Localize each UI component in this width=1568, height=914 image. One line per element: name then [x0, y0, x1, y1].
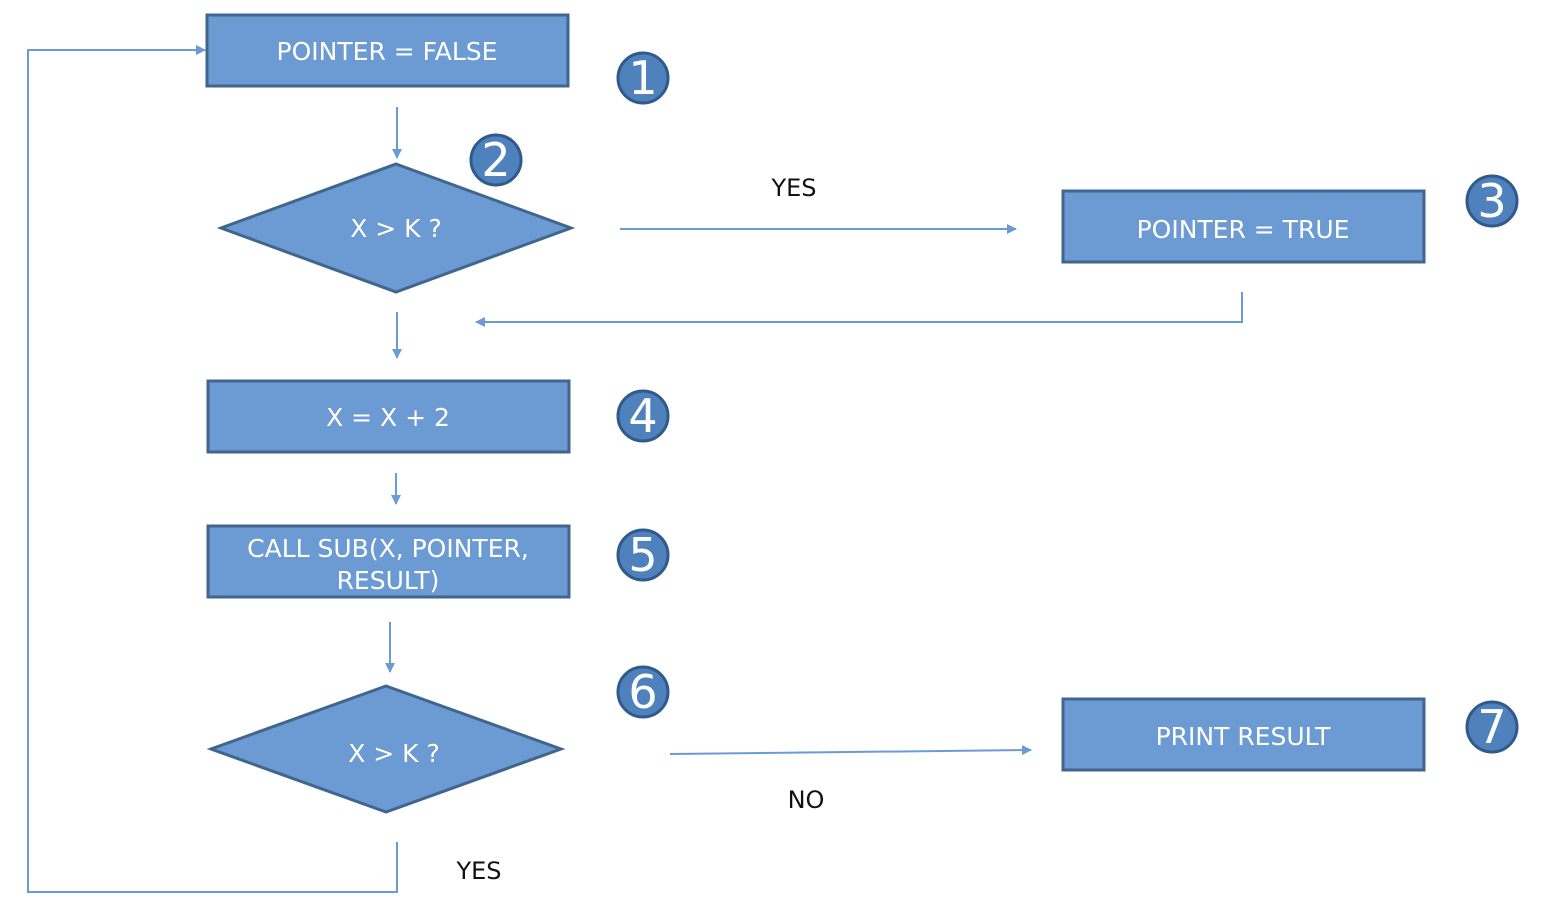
step-badge-5: 5: [616, 528, 670, 582]
node-pointer-false-label: POINTER = FALSE: [277, 37, 498, 66]
node-pointer-false: POINTER = FALSE: [205, 13, 570, 88]
step-badge-1: 1: [616, 51, 670, 105]
node-call-sub: CALL SUB(X, POINTER, RESULT): [206, 524, 571, 599]
connectors: [27, 45, 1243, 893]
node-pointer-true: POINTER = TRUE: [1061, 189, 1426, 264]
decision-x-gt-k-first: X > K ?: [216, 162, 576, 294]
step-badge-4-number: 4: [628, 389, 657, 443]
connector-pointer-true-return: [475, 292, 1243, 327]
step-badge-7: 7: [1465, 700, 1519, 754]
edge-label-no-to-print-result: NO: [788, 786, 825, 814]
step-badge-5-number: 5: [628, 528, 657, 582]
node-increment-x: X = X + 2: [206, 379, 571, 454]
node-call-sub-label-line-2: RESULT): [337, 566, 440, 595]
step-badge-7-number: 7: [1477, 700, 1506, 754]
step-badge-2: 2: [469, 133, 523, 187]
node-print-result: PRINT RESULT: [1061, 697, 1426, 772]
step-badge-3-number: 3: [1477, 174, 1506, 228]
step-badge-4: 4: [616, 389, 670, 443]
step-badge-2-number: 2: [481, 133, 510, 187]
step-badge-6-number: 6: [628, 665, 657, 719]
decision-x-gt-k-second-label: X > K ?: [348, 739, 440, 768]
node-pointer-true-label: POINTER = TRUE: [1137, 215, 1350, 244]
connector-no-to-print-result: [669, 745, 1032, 756]
connector-yes-loop-back: [27, 45, 398, 893]
step-badge-3: 3: [1465, 174, 1519, 228]
edge-label-yes-loop-back: YES: [455, 857, 501, 885]
decision-x-gt-k-first-label: X > K ?: [350, 214, 442, 243]
decision-x-gt-k-second: X > K ?: [206, 684, 566, 814]
node-increment-x-label: X = X + 2: [326, 403, 450, 432]
edge-label-yes-to-pointer-true: YES: [770, 174, 816, 202]
step-badge-6: 6: [616, 665, 670, 719]
node-print-result-label: PRINT RESULT: [1156, 722, 1332, 751]
step-badge-1-number: 1: [628, 51, 657, 105]
node-call-sub-label-line-1: CALL SUB(X, POINTER,: [247, 534, 529, 563]
